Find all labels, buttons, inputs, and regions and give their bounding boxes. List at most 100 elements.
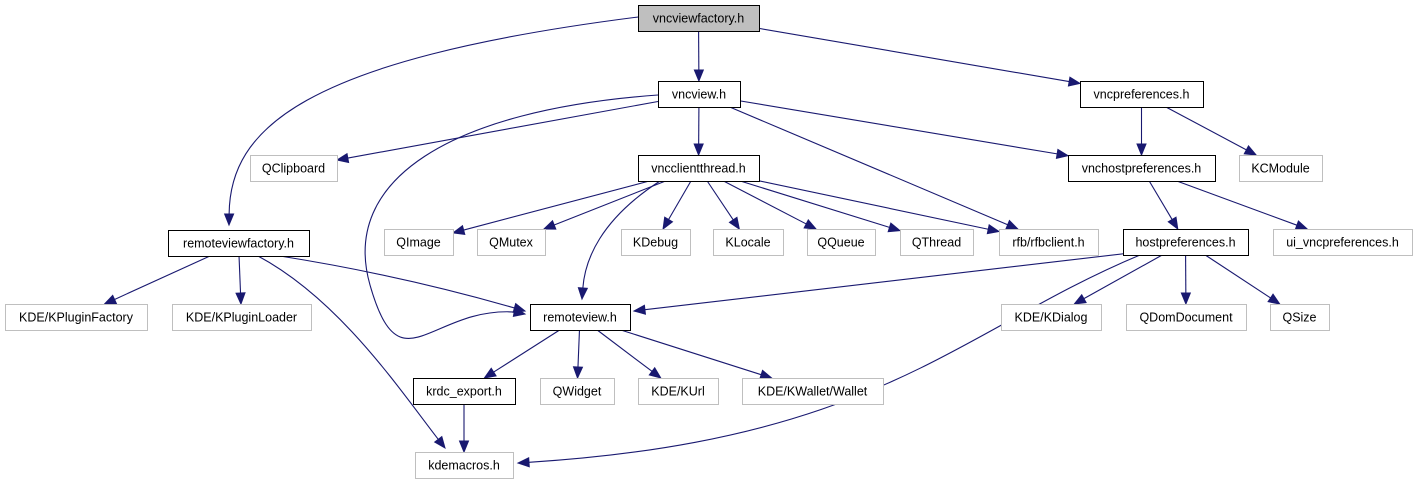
edge-vncview-to-vnchostpreferences-line [739, 100, 1058, 155]
edge-remoteview-to-krdcexport-arrowhead [483, 367, 497, 379]
node-box [530, 304, 631, 331]
node-klocale: KLocale [713, 229, 784, 256]
edge-vncpreferences-to-kcmodule-line [1165, 106, 1247, 151]
node-box [1273, 229, 1413, 256]
node-label: KLocale [725, 236, 770, 250]
node-kpluginloader: KDE/KPluginLoader [172, 304, 312, 331]
edge-remoteviewfactory-to-kpluginfactory-arrowhead [103, 294, 118, 305]
node-vncpreferences[interactable]: vncpreferences.h [1080, 81, 1204, 108]
node-box [384, 229, 454, 256]
edge-vnchostpreferences-to-uivncpreferences-line [1176, 180, 1298, 226]
edge-remoteview-to-kurl-line [596, 329, 653, 372]
edge-hostpreferences-to-kdemacros [516, 254, 1141, 468]
edge-vncview-to-qclipboard-arrowhead [335, 152, 350, 164]
edge-vnchostpreferences-to-hostpreferences [1148, 180, 1179, 231]
node-qqueue: QQueue [807, 229, 876, 256]
edge-remoteview-to-kurl [596, 329, 662, 379]
node-qmutex: QMutex [477, 229, 546, 256]
edge-vncclientthread-to-rfbclient [758, 180, 1001, 235]
edge-vnchostpreferences-to-uivncpreferences [1176, 180, 1309, 230]
edges-layer [103, 16, 1309, 468]
node-label: QWidget [553, 385, 602, 399]
edge-vncview-to-qclipboard [335, 100, 659, 164]
edge-hostpreferences-to-remoteview-arrowhead [632, 304, 647, 315]
node-box [807, 229, 876, 256]
edge-hostpreferences-to-qsize-arrowhead [1267, 293, 1281, 305]
node-remoteviewfactory[interactable]: remoteviewfactory.h [168, 230, 310, 257]
node-kdialog: KDE/KDialog [1001, 304, 1102, 331]
node-vncviewfactory[interactable]: vncviewfactory.h [638, 5, 760, 32]
node-box [1126, 304, 1247, 331]
edge-hostpreferences-to-kdialog [1073, 254, 1163, 305]
edge-hostpreferences-to-qsize [1204, 254, 1281, 305]
node-box [1080, 81, 1204, 108]
edge-hostpreferences-to-kdialog-arrowhead [1073, 293, 1087, 305]
node-label: kdemacros.h [428, 459, 500, 473]
edge-remoteview-to-kurl-arrowhead [648, 366, 662, 379]
edge-remoteviewfactory-to-kpluginloader [235, 255, 246, 306]
node-kwallet: KDE/KWallet/Wallet [742, 378, 884, 405]
node-label: remoteview.h [543, 311, 617, 325]
node-qimage: QImage [384, 229, 454, 256]
node-box [540, 378, 615, 405]
node-label: QMutex [489, 236, 534, 250]
node-box [900, 229, 974, 256]
node-box [477, 229, 546, 256]
node-krdcexport[interactable]: krdc_export.h [413, 378, 516, 405]
node-remoteview[interactable]: remoteview.h [530, 304, 631, 331]
node-box [415, 452, 514, 479]
node-hostpreferences[interactable]: hostpreferences.h [1123, 229, 1249, 256]
edge-vncpreferences-to-kcmodule-arrowhead [1243, 144, 1258, 156]
node-qdomdocument: QDomDocument [1126, 304, 1247, 331]
node-label: QDomDocument [1139, 311, 1233, 325]
node-box [1123, 229, 1249, 256]
edge-vncviewfactory-to-remoteviewfactory-arrowhead [223, 213, 235, 227]
edge-vncclientthread-to-remoteview-arrowhead [577, 287, 589, 301]
node-qsize: QSize [1270, 304, 1330, 331]
edge-vncview-to-vncclientthread-arrowhead [693, 143, 704, 157]
edge-remoteviewfactory-to-remoteview-arrowhead [512, 302, 527, 313]
edge-vncclientthread-to-remoteview-line [582, 180, 661, 289]
node-label: remoteviewfactory.h [183, 237, 294, 251]
edge-remoteviewfactory-to-kdemacros-line [257, 255, 439, 440]
node-label: KDE/KUrl [651, 385, 704, 399]
edge-vncclientthread-to-kdebug-arrowhead [662, 216, 674, 231]
node-box [168, 230, 310, 257]
node-kcmodule: KCModule [1239, 155, 1323, 182]
node-label: QSize [1282, 311, 1316, 325]
edge-hostpreferences-to-kdemacros-line [528, 254, 1141, 463]
edge-remoteviewfactory-to-kpluginfactory-line [114, 255, 211, 300]
edge-vnchostpreferences-to-hostpreferences-line [1148, 180, 1173, 220]
edge-vncview-to-remoteview-line [364, 94, 659, 339]
edge-krdcexport-to-kdemacros [458, 404, 470, 454]
edge-vncview-to-rfbclient-arrowhead [1005, 219, 1020, 230]
edge-vncclientthread-to-qqueue-line [723, 180, 807, 225]
edge-remoteview-to-kwallet-arrowhead [759, 369, 773, 380]
edge-hostpreferences-to-kdemacros-arrowhead [516, 457, 530, 468]
edge-vncviewfactory-to-remoteviewfactory [223, 16, 639, 227]
node-label: vnchostpreferences.h [1082, 162, 1202, 176]
edge-vncclientthread-to-rfbclient-line [758, 180, 989, 230]
edge-remoteviewfactory-to-kdemacros [257, 255, 446, 450]
edge-vncviewfactory-to-vncview-arrowhead [693, 69, 705, 83]
node-box [621, 229, 691, 256]
node-box [742, 378, 884, 405]
node-label: QClipboard [262, 162, 325, 176]
node-qclipboard: QClipboard [250, 155, 338, 182]
edge-hostpreferences-to-kdialog-line [1083, 254, 1163, 300]
edge-remoteview-to-krdcexport-line [493, 329, 560, 373]
node-box [999, 229, 1099, 256]
node-vncclientthread[interactable]: vncclientthread.h [638, 155, 760, 182]
node-label: QThread [912, 236, 961, 250]
node-vncview[interactable]: vncview.h [658, 81, 741, 108]
edge-vncclientthread-to-qimage-line [463, 180, 650, 231]
node-label: KCModule [1251, 162, 1309, 176]
node-label: ui_vncpreferences.h [1286, 236, 1399, 250]
node-vnchostpreferences[interactable]: vnchostpreferences.h [1068, 155, 1216, 182]
edge-remoteviewfactory-to-kdemacros-arrowhead [433, 435, 446, 450]
edge-vncclientthread-to-rfbclient-arrowhead [986, 224, 1001, 235]
node-box [172, 304, 312, 331]
edge-vncclientthread-to-remoteview [577, 180, 661, 301]
edge-remoteview-to-qwidget-line [577, 329, 581, 368]
